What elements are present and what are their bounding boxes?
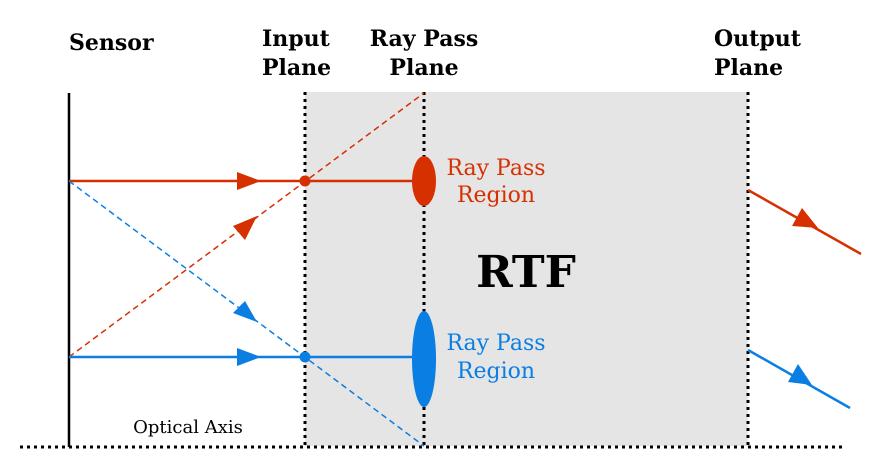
sensor-label: Sensor [69, 30, 154, 56]
input-plane-label-line1: Input [262, 26, 331, 52]
red-ray-pass-region [412, 156, 436, 206]
blue-region-label-line2: Region [457, 359, 535, 384]
ray-pass-plane-label-line1: Ray Pass [370, 26, 478, 52]
red-output-arrowhead [792, 208, 818, 228]
red-arrowhead-solid [237, 172, 261, 190]
red-arrowhead-dashed [233, 216, 257, 240]
output-plane-label-line2: Plane [714, 55, 783, 81]
blue-ray-pass-region [412, 311, 436, 407]
blue-arrowhead-dashed [233, 301, 257, 322]
red-region-label-line2: Region [457, 183, 535, 208]
red-region-label-line1: Ray Pass [446, 156, 545, 181]
optical-axis-label: Optical Axis [133, 417, 243, 438]
blue-arrowhead-solid [237, 348, 261, 366]
ray-pass-plane-label-line2: Plane [389, 55, 458, 81]
blue-region-label-line1: Ray Pass [446, 331, 545, 356]
input-plane-label-line2: Plane [262, 55, 331, 81]
rtf-box [305, 92, 748, 446]
output-plane-label-line1: Output [714, 26, 802, 52]
rtf-label: RTF [476, 247, 576, 298]
blue-output-arrowhead [788, 364, 812, 385]
